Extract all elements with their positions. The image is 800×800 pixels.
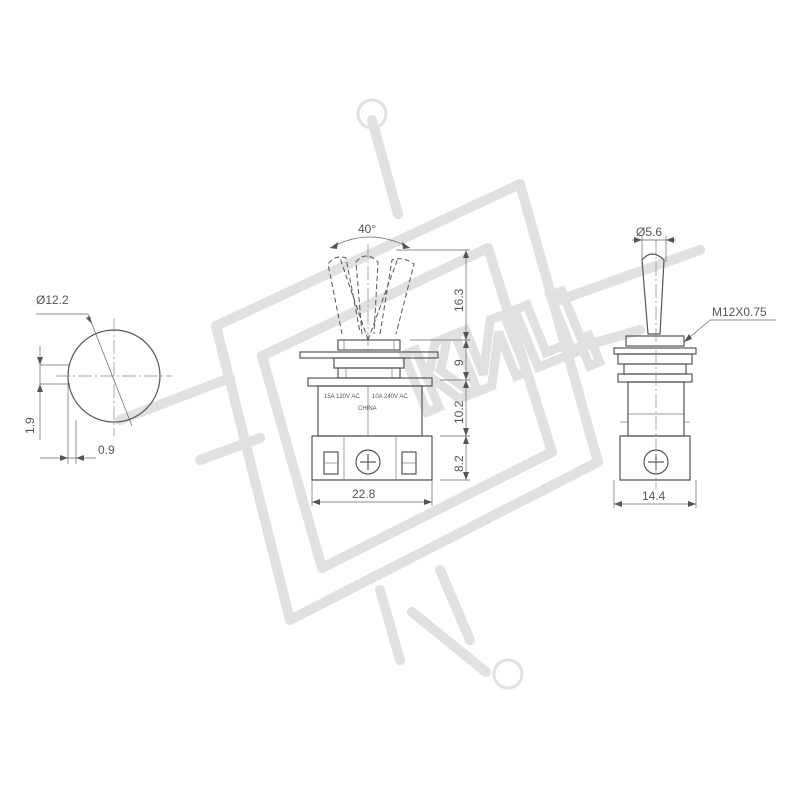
side-body-plate (617, 373, 693, 383)
terminal-height-label: 8.2 (452, 455, 466, 472)
mounting-nut (333, 357, 405, 369)
lever-left-position (327, 256, 361, 335)
bushing (337, 367, 401, 379)
lever-nut (337, 339, 401, 351)
side-width-label: 14.4 (642, 489, 666, 503)
knob-flat-label: 0.9 (98, 443, 115, 457)
lever-height-label: 16.3 (452, 288, 466, 312)
knob-height-label: 1.9 (23, 417, 37, 434)
lever-center-position (355, 255, 379, 335)
bushing-height-label: 9 (452, 359, 466, 366)
rating-left-text: 15A 120V AC (324, 394, 360, 400)
body-height-label: 10.2 (452, 400, 466, 424)
watermark-logo: КИЦ (115, 98, 705, 690)
knob-end-view: Ø12.2 1.9 0.9 (23, 293, 172, 464)
origin-text: CHINA (358, 406, 377, 412)
side-lever-nut (625, 335, 685, 347)
body-width-label: 22.8 (352, 487, 376, 501)
side-washer (613, 347, 697, 355)
toggle-angle-label: 40° (358, 222, 376, 236)
switch-side-view: Ø5.6 M12X0.75 14.4 (613, 225, 776, 508)
rating-right-text: 10A 240V AC (372, 394, 408, 400)
thread-label: M12X0.75 (712, 305, 767, 319)
side-terminal-block (619, 435, 691, 481)
knob-diameter-label: Ø12.2 (36, 293, 69, 307)
side-mounting-nut (617, 353, 693, 365)
side-bushing (623, 363, 687, 375)
lever-diameter-label: Ø5.6 (636, 225, 662, 239)
lever-right-position (379, 258, 415, 335)
side-lever (641, 253, 665, 335)
center-terminal-screw (355, 449, 381, 475)
switch-front-view: 40° 16.3 9 10.2 8.2 (299, 222, 470, 506)
